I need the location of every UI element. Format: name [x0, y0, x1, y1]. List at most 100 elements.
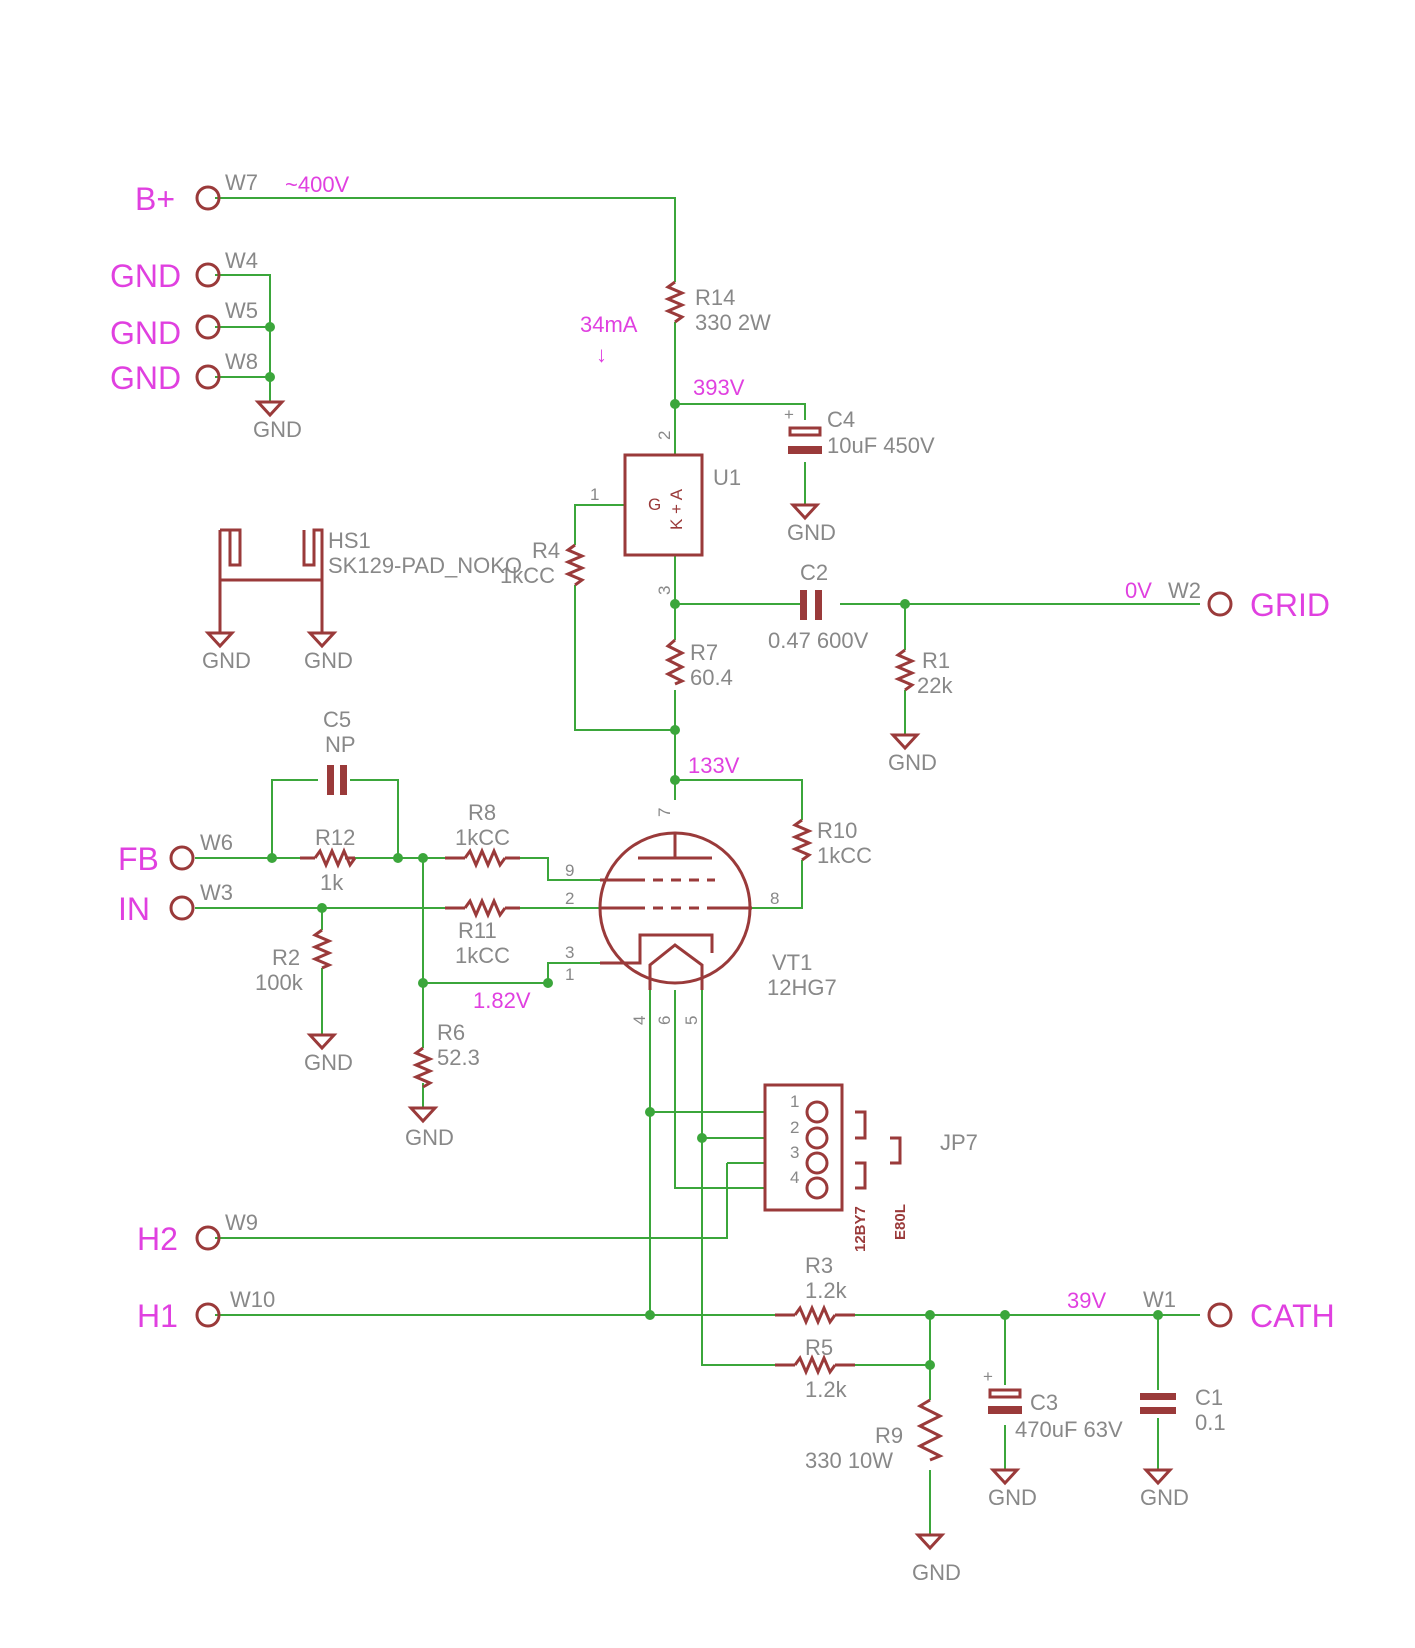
resistor-r6	[412, 1046, 434, 1089]
net-label-0v: 0V	[1125, 578, 1152, 603]
pin-number: 8	[770, 889, 779, 908]
heatsink-hs1	[218, 528, 324, 633]
r1-name: R1	[922, 648, 950, 673]
gnd-labels: GND GND GND GND GND GND GND GND GND GND	[202, 417, 1189, 1585]
junction-dots	[265, 322, 1163, 1370]
vt1-name: VT1	[772, 950, 812, 975]
vt1-value: 12HG7	[767, 975, 837, 1000]
resistor-r8	[463, 847, 507, 869]
vacuum-tube-vt1	[598, 831, 752, 990]
pin-number: 2	[790, 1118, 799, 1137]
pin-number: 4	[630, 1016, 649, 1025]
port-label-gnd3: GND	[110, 360, 181, 396]
wire-label-w6: W6	[200, 830, 233, 855]
resistor-r1	[894, 648, 916, 692]
svg-text:+: +	[983, 1367, 993, 1386]
gnd-label: GND	[304, 648, 353, 673]
net-label-400v: ~400V	[285, 172, 350, 197]
wire-label-w3: W3	[200, 880, 233, 905]
r8-value: 1kCC	[455, 825, 510, 850]
pin-number: 4	[790, 1168, 799, 1187]
r11-name: R11	[458, 918, 497, 943]
port-label-cath: CATH	[1250, 1298, 1335, 1334]
r4-name: R4	[532, 538, 560, 563]
jp7-name: JP7	[940, 1130, 978, 1155]
net-label-1-82v: 1.82V	[473, 988, 531, 1013]
r7-name: R7	[690, 640, 718, 665]
gnd-label: GND	[1140, 1485, 1189, 1510]
pin-number: 2	[565, 889, 574, 908]
wire-label-w8: W8	[225, 349, 258, 374]
r11-value: 1kCC	[455, 943, 510, 968]
c2-value: 0.47 600V	[768, 628, 869, 653]
r12-value: 1k	[320, 870, 344, 895]
pin-number: 9	[565, 861, 574, 880]
wire-label-w9: W9	[225, 1210, 258, 1235]
c1-value: 0.1	[1195, 1410, 1226, 1435]
resistor-r10	[791, 818, 813, 862]
port-connectors	[169, 185, 1233, 1328]
wire-label-w5: W5	[225, 298, 258, 323]
wire-label-w1: W1	[1143, 1287, 1176, 1312]
gnd-label: GND	[988, 1485, 1037, 1510]
r5-value: 1.2k	[805, 1377, 848, 1402]
pin-numbers: 1 2 3 7 9 2 8 3 1 4 6 5 1 2 3 4	[565, 431, 799, 1187]
port-label-grid: GRID	[1250, 587, 1330, 623]
resistor-r11	[463, 897, 507, 919]
capacitor-c4	[788, 426, 822, 437]
component-labels: R14 330 2W C4 10uF 450V U1 HS1 SK129-PAD…	[255, 285, 1226, 1473]
pin-number: 2	[655, 431, 674, 440]
net-label-393v: 393V	[693, 375, 745, 400]
r2-name: R2	[272, 945, 300, 970]
c4-name: C4	[827, 407, 855, 432]
jumper-jp7	[763, 1083, 902, 1212]
hs1-name: HS1	[328, 528, 371, 553]
pin-number: 3	[790, 1143, 799, 1162]
c3-value: 470uF 63V	[1015, 1417, 1123, 1442]
port-label-h1: H1	[137, 1298, 178, 1334]
r6-value: 52.3	[437, 1045, 480, 1070]
resistor-r2	[311, 928, 333, 970]
u1-pin-g-label: G	[648, 495, 661, 514]
r8-name: R8	[468, 800, 496, 825]
r9-value: 330 10W	[805, 1448, 893, 1473]
port-label-gnd1: GND	[110, 258, 181, 294]
capacitor-c2	[800, 590, 807, 620]
resistor-r9	[916, 1398, 944, 1462]
r3-value: 1.2k	[805, 1278, 848, 1303]
capacitor-c5	[327, 765, 334, 795]
r14-value: 330 2W	[695, 310, 771, 335]
resistor-r7	[664, 638, 686, 686]
current-arrow: ↓	[596, 342, 607, 367]
wire-label-w7: W7	[225, 170, 258, 195]
c4-value: 10uF 450V	[827, 433, 935, 458]
r12-name: R12	[315, 825, 355, 850]
port-label-fb: FB	[118, 841, 159, 877]
c3-name: C3	[1030, 1390, 1058, 1415]
gnd-label: GND	[202, 648, 251, 673]
wire-label-w4: W4	[225, 248, 258, 273]
wire-label-w2: W2	[1168, 578, 1201, 603]
gnd-label: GND	[304, 1050, 353, 1075]
capacitor-c3	[988, 1388, 1022, 1399]
resistor-r4	[564, 543, 586, 587]
u1-pin-ka-label: K + A	[667, 488, 686, 530]
jp7-option-12by7: 12BY7	[852, 1206, 869, 1252]
resistor-r5	[793, 1354, 837, 1376]
port-label-bplus: B+	[135, 181, 175, 217]
pin-number: 5	[682, 1016, 701, 1025]
jp7-option-e80l: E80L	[892, 1204, 909, 1240]
resistor-r12	[313, 847, 357, 869]
port-label-in: IN	[118, 891, 150, 927]
resistor-r3	[793, 1304, 837, 1326]
port-label-h2: H2	[137, 1221, 178, 1257]
current-label-34ma: 34mA	[580, 312, 638, 337]
r4-value: 1kCC	[500, 563, 555, 588]
resistor-r14	[664, 280, 686, 324]
c5-value: NP	[325, 732, 356, 757]
c5-name: C5	[323, 707, 351, 732]
pin-number: 6	[655, 1016, 674, 1025]
c1-name: C1	[1195, 1385, 1223, 1410]
r14-name: R14	[695, 285, 735, 310]
